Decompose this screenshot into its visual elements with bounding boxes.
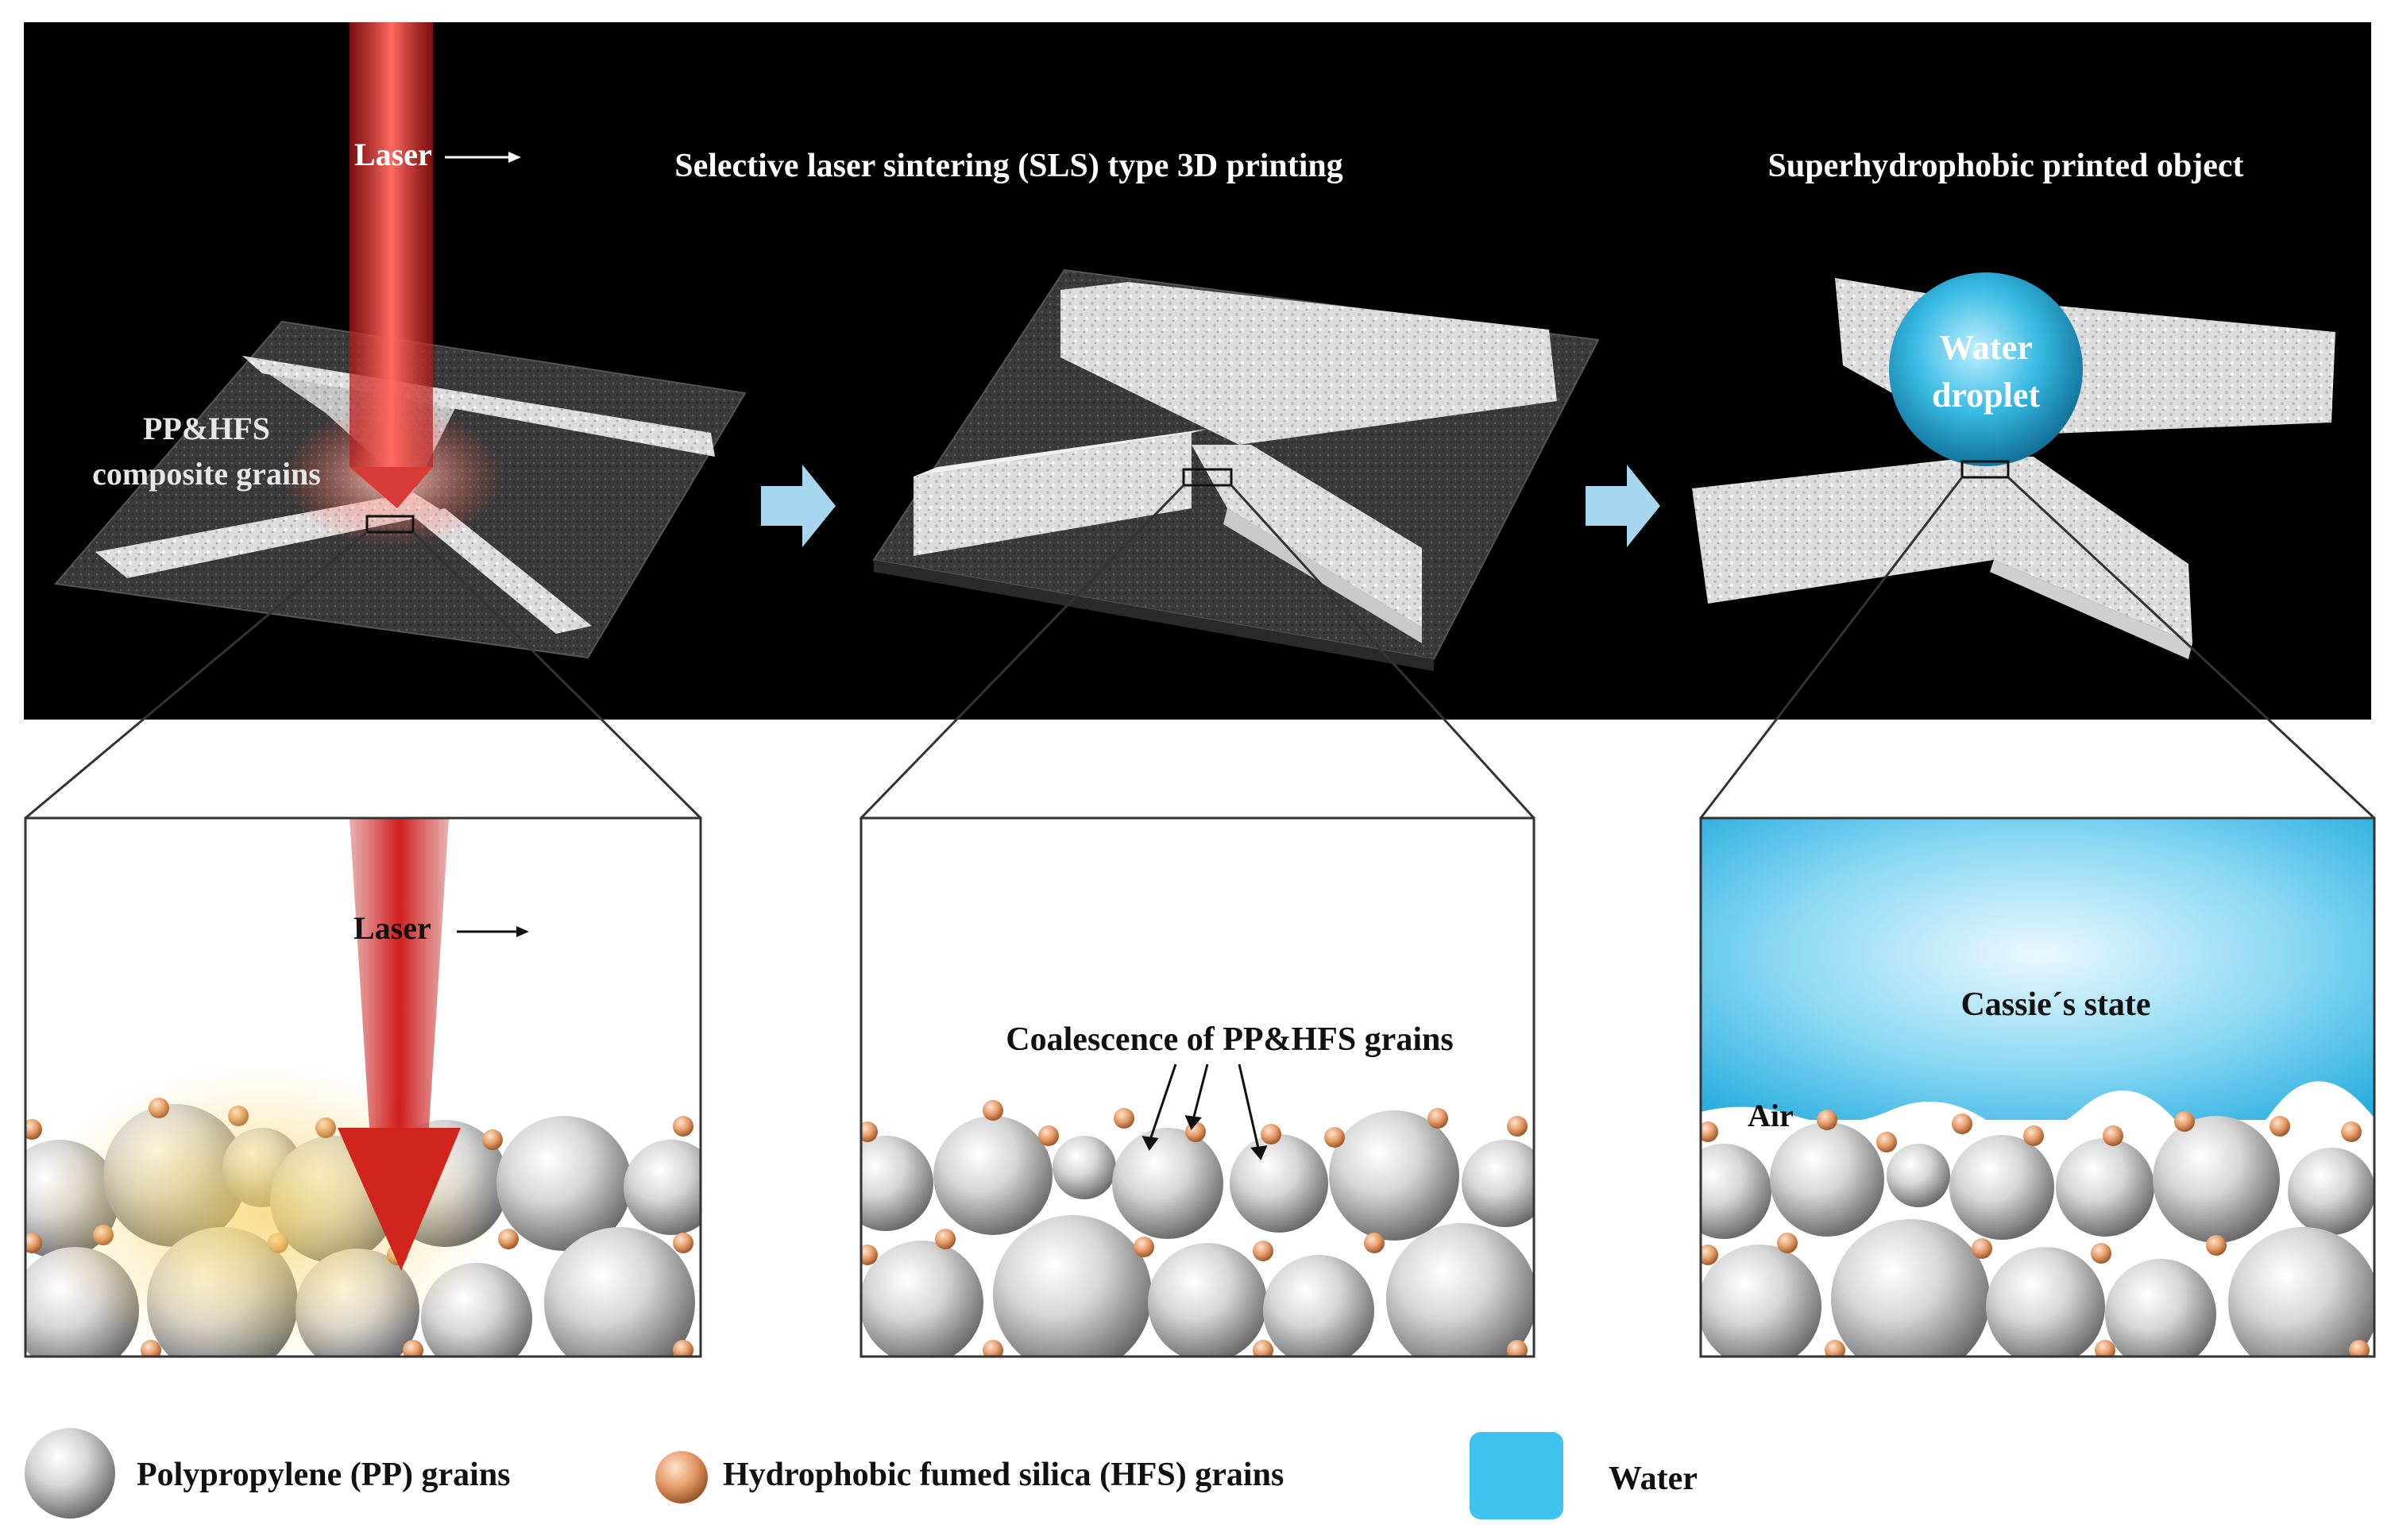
title-sls: Selective laser sintering (SLS) type 3D … (674, 148, 1343, 184)
zoom-panel-1 (25, 818, 701, 1357)
coalescence-pointers (1141, 1063, 1268, 1160)
process-arrow-1 (761, 465, 836, 547)
laser-beam-tip (350, 467, 433, 508)
water-droplet (1889, 272, 2083, 466)
hfs-grains-panel-3 (1701, 1110, 2370, 1357)
legend-hfs-swatch (655, 1451, 708, 1503)
zoom-panel-2-frame (859, 816, 1536, 1358)
focus-marker-1 (365, 515, 415, 534)
legend-water-swatch (1470, 1432, 1563, 1519)
legend-pp-swatch (25, 1428, 115, 1519)
air-label: Air (1748, 1098, 1794, 1133)
laser-beam-top (350, 22, 433, 467)
coalescence-label: Coalescence of PP&HFS grains (1006, 1021, 1453, 1058)
hfs-grains-panel-2 (861, 1100, 1528, 1357)
pp-grains-panel-3 (1701, 1116, 2374, 1357)
laser-beam-bottom (350, 818, 449, 1128)
water-layer (1701, 818, 2374, 1120)
cassie-label: Cassie´s state (1960, 986, 2150, 1023)
zoom-panel-3-frame (1699, 816, 2376, 1358)
zoom-panel-3 (1701, 818, 2374, 1357)
droplet-line2: droplet (1932, 376, 2040, 415)
laser-arrow-bottom-head (516, 926, 529, 937)
legend: Polypropylene (PP) grains Hydrophobic fu… (25, 1428, 1698, 1519)
printed-part-2 (872, 268, 1600, 671)
legend-pp-label: Polypropylene (PP) grains (137, 1457, 511, 1493)
pp-grains-panel-2 (861, 1110, 1534, 1357)
laser-label-top: Laser (354, 137, 432, 172)
legend-water-label: Water (1609, 1461, 1698, 1497)
droplet-line1: Water (1939, 328, 2032, 367)
legend-hfs-label: Hydrophobic fumed silica (HFS) grains (723, 1457, 1284, 1493)
zoom-panel-1-frame (24, 816, 702, 1358)
zoom-lines (25, 476, 2376, 820)
laser-label-bottom: Laser (353, 910, 431, 946)
laser-beam-bottom-tip (338, 1128, 461, 1271)
grains-label-line1: PP&HFS (143, 411, 270, 446)
grains-label-line2: composite grains (92, 456, 321, 492)
zoom-panel-2 (861, 818, 1534, 1357)
focus-marker-3 (1960, 460, 2010, 479)
process-arrow-2 (1586, 465, 1660, 547)
focus-marker-2 (1182, 468, 1233, 487)
air-layer (1701, 1081, 2374, 1152)
title-object: Superhydrophobic printed object (1768, 148, 2244, 184)
laser-arrow-top-head (508, 152, 521, 163)
